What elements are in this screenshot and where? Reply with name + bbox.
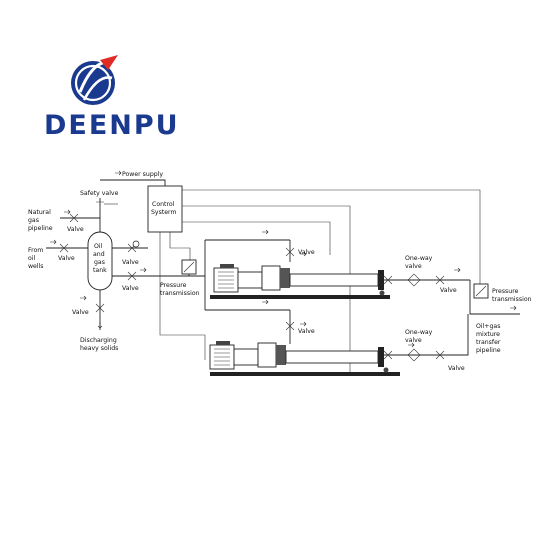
label-pressure-right-1: Pressure: [492, 288, 519, 295]
label-valve-top-pump: Valve: [298, 249, 315, 256]
label-control-1: Control: [152, 201, 175, 208]
label-tank-1: Oil: [94, 243, 103, 250]
label-valve-out2: Valve: [448, 365, 465, 372]
label-valve-bottom-pump: Valve: [298, 328, 315, 335]
label-discharge-1: Discharging: [80, 337, 117, 344]
label-oneway1-1: One-way: [405, 255, 433, 262]
label-valve-natural: Valve: [67, 226, 84, 233]
label-from-2: oil: [28, 255, 36, 262]
label-from-3: wells: [28, 263, 44, 270]
label-natural-gas-2: gas: [28, 217, 39, 224]
label-natural-gas-1: Natural: [28, 209, 51, 216]
label-tank-4: tank: [93, 267, 107, 274]
label-valve-bottom-tank: Valve: [72, 309, 89, 316]
label-pressure-right-2: transmission: [492, 296, 532, 303]
label-pressure-1: Pressure: [160, 282, 187, 289]
label-valve-upper-mid: Valve: [122, 259, 139, 266]
label-oneway2-2: valve: [405, 337, 422, 344]
label-valve-out1: Valve: [440, 287, 457, 294]
deenpu-logo: DEENPU: [44, 55, 180, 141]
label-mixture-3: transfer: [476, 339, 501, 346]
label-oneway1-2: valve: [405, 263, 422, 270]
label-from-1: From: [28, 247, 43, 254]
label-discharge-2: heavy solids: [80, 345, 118, 352]
lower-screw-pump: [209, 341, 400, 376]
label-oneway2-1: One-way: [405, 329, 433, 336]
label-safety-valve: Safety valve: [80, 190, 119, 197]
label-valve-lower-mid: Valve: [122, 285, 139, 292]
label-tank-3: gas: [94, 259, 105, 266]
brand-name: DEENPU: [44, 110, 180, 141]
label-mixture-4: pipeline: [476, 347, 501, 354]
upper-screw-pump: [210, 264, 390, 299]
label-pressure-2: transmission: [160, 290, 200, 297]
label-control-2: Systerm: [151, 209, 177, 216]
label-valve-from: Valve: [58, 255, 75, 262]
label-natural-gas-3: pipeline: [28, 225, 53, 232]
label-power-supply: Power supply: [122, 171, 163, 178]
label-mixture-2: mixture: [476, 331, 500, 338]
logo-emblem-icon: [71, 55, 118, 105]
label-tank-2: and: [93, 251, 105, 258]
label-mixture-1: Oil+gas: [476, 323, 500, 330]
